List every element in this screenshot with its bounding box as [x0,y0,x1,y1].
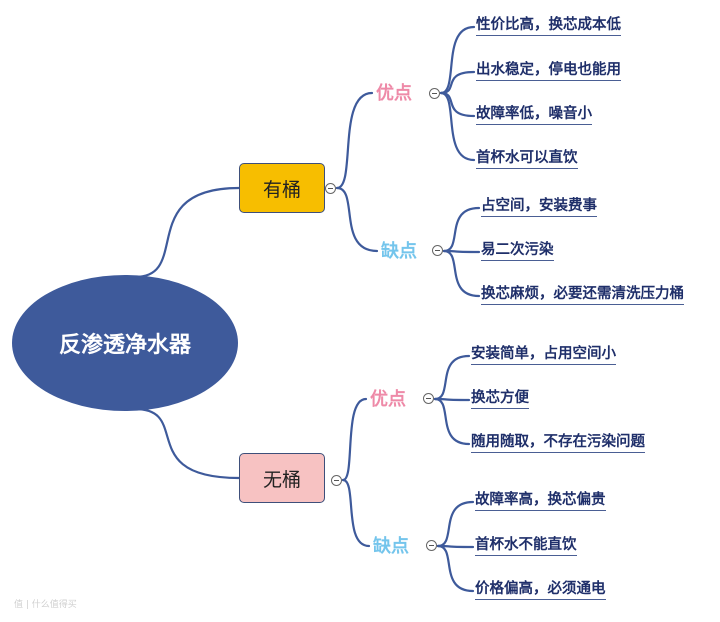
tankless-con-item[interactable]: 首杯水不能直饮 [475,536,577,556]
with-tank-pro-item[interactable]: 故障率低，噪音小 [476,105,592,125]
tankless-pro-item[interactable]: 随用随取，不存在污染问题 [471,433,645,453]
collapse-icon[interactable] [325,183,336,194]
connector-with-tank-to-pros [335,91,374,190]
with-tank-pro-item[interactable]: 首杯水可以直饮 [476,149,578,169]
connector-leaf [436,500,475,548]
branch-with-tank[interactable]: 有桶 [239,163,325,213]
connector-leaf [442,249,481,298]
with-tank-cons-label[interactable]: 缺点 [381,241,417,262]
with-tank-pro-item[interactable]: 出水稳定，停电也能用 [476,61,621,81]
tankless-pro-item[interactable]: 安装简单，占用空间小 [471,345,616,365]
watermark: 值 | 什么值得买 [14,600,77,610]
tankless-con-item[interactable]: 价格偏高，必须通电 [475,580,606,600]
connector-leaf [433,397,471,446]
with-tank-con-item[interactable]: 易二次污染 [481,241,554,261]
connector-leaf [439,91,476,162]
connector-root-to-with-tank [133,186,241,279]
collapse-icon[interactable] [331,475,342,486]
connector-leaf [433,354,471,401]
collapse-icon[interactable] [423,393,434,404]
connector-leaf [436,544,475,593]
connector-root-to-tankless [133,407,241,480]
connector-leaf [439,25,476,95]
root-label: 反渗透净水器 [58,333,191,358]
branch-tankless-label: 无桶 [262,468,301,491]
with-tank-con-item[interactable]: 占空间，安装费事 [481,197,597,217]
root-node[interactable]: 反渗透净水器 [12,275,238,411]
collapse-icon[interactable] [432,245,443,256]
tankless-cons-label[interactable]: 缺点 [373,536,409,557]
tankless-con-item[interactable]: 故障率高，换芯偏贵 [475,491,606,511]
tankless-pros-label[interactable]: 优点 [370,389,406,410]
with-tank-pro-item[interactable]: 性价比高，换芯成本低 [476,16,621,36]
connector-tankless-to-cons [341,478,371,548]
tankless-pro-item[interactable]: 换芯方便 [471,389,529,409]
connector-with-tank-to-cons [335,186,379,253]
collapse-icon[interactable] [426,540,437,551]
branch-with-tank-label: 有桶 [262,178,301,201]
with-tank-pros-label[interactable]: 优点 [376,83,412,104]
branch-tankless[interactable]: 无桶 [239,453,325,503]
collapse-icon[interactable] [429,88,440,99]
connector-leaf [442,206,481,253]
connector-tankless-to-pros [341,397,368,482]
with-tank-con-item[interactable]: 换芯麻烦，必要还需清洗压力桶 [481,285,684,305]
